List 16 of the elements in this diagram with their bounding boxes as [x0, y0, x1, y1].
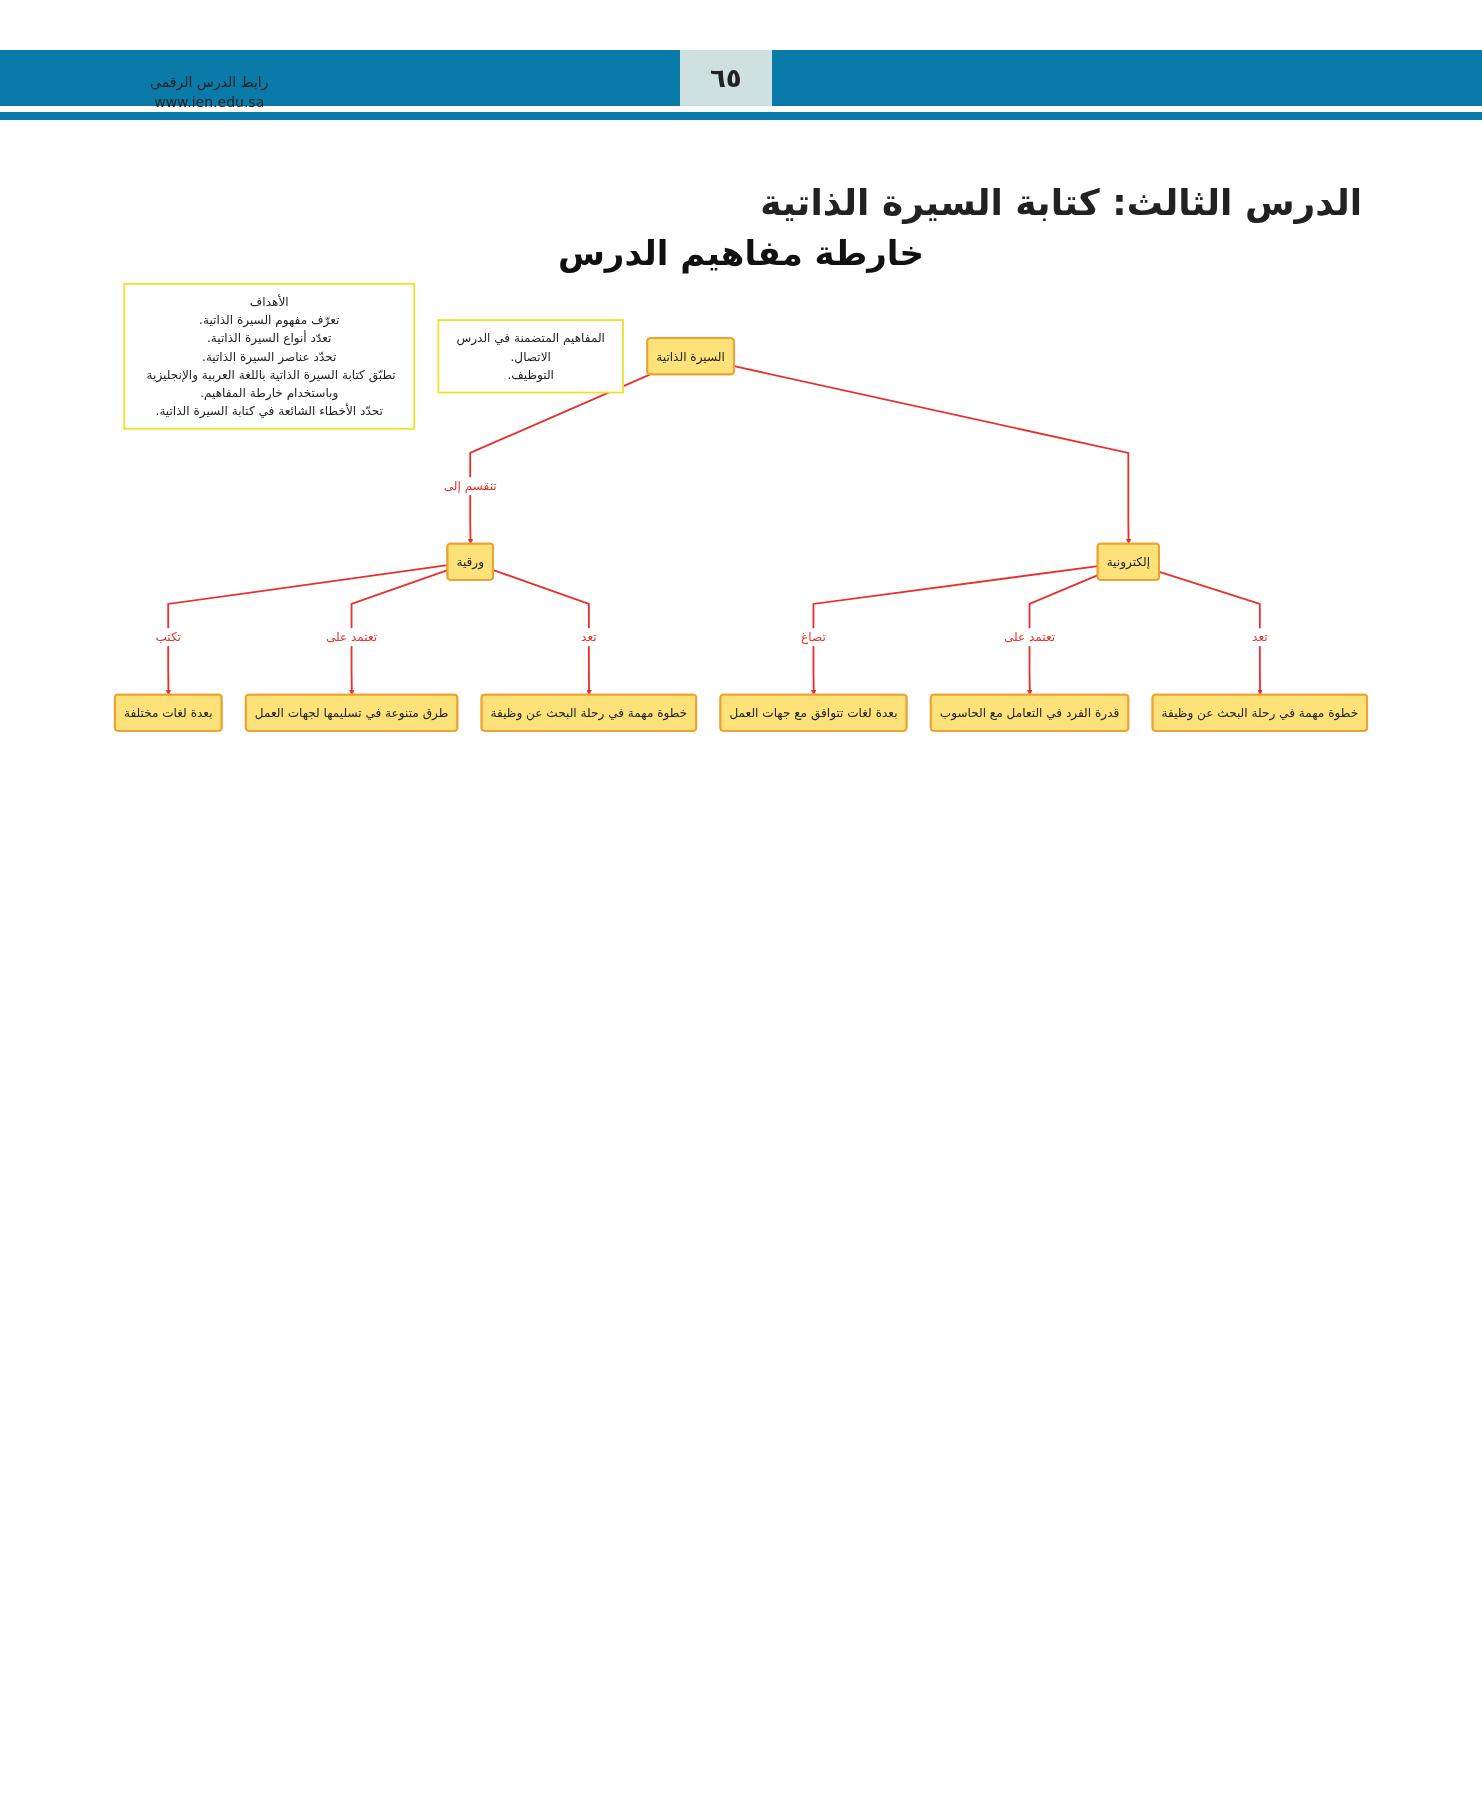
concept-map-title: خارطة مفاهيم الدرس — [556, 233, 926, 273]
qr-caption: رابط الدرس الرقمي — [150, 74, 269, 90]
arrow — [733, 365, 1132, 545]
node-box: المفاهيم المتضمنة في الدرس الاتصال. التوظيف. — [437, 319, 624, 394]
node-box: الأهداف تعرّف مفهوم السيرة الذاتية. تعدّد أنواع السيرة الذاتية. تحدّد عناصر السيرة الذاتية. تطبّق كتابة السيرة الذاتية باللغة العربية والإنجليزية وباستخدام خارطة المفاهيم. تحدّد الأخطاء الشائعة في كتابة السيرة الذاتية. — [123, 282, 416, 430]
lesson-title: الدرس الثالث: كتابة السيرة الذاتية — [759, 182, 1362, 223]
edge-label: تعد — [581, 629, 597, 645]
edge-label: تعتمد على — [325, 629, 378, 645]
web-address: www.ien.edu.sa — [153, 94, 266, 110]
edge-label: تعد — [1252, 629, 1268, 645]
edge-label: تنقسم إلى — [443, 478, 497, 494]
edge-label: تكتب — [155, 629, 181, 645]
edge-label: تعتمد على — [1003, 629, 1056, 645]
edge-label: تصاغ — [801, 629, 826, 645]
arrow — [467, 373, 651, 545]
page-number: ٦٥ — [680, 50, 772, 106]
